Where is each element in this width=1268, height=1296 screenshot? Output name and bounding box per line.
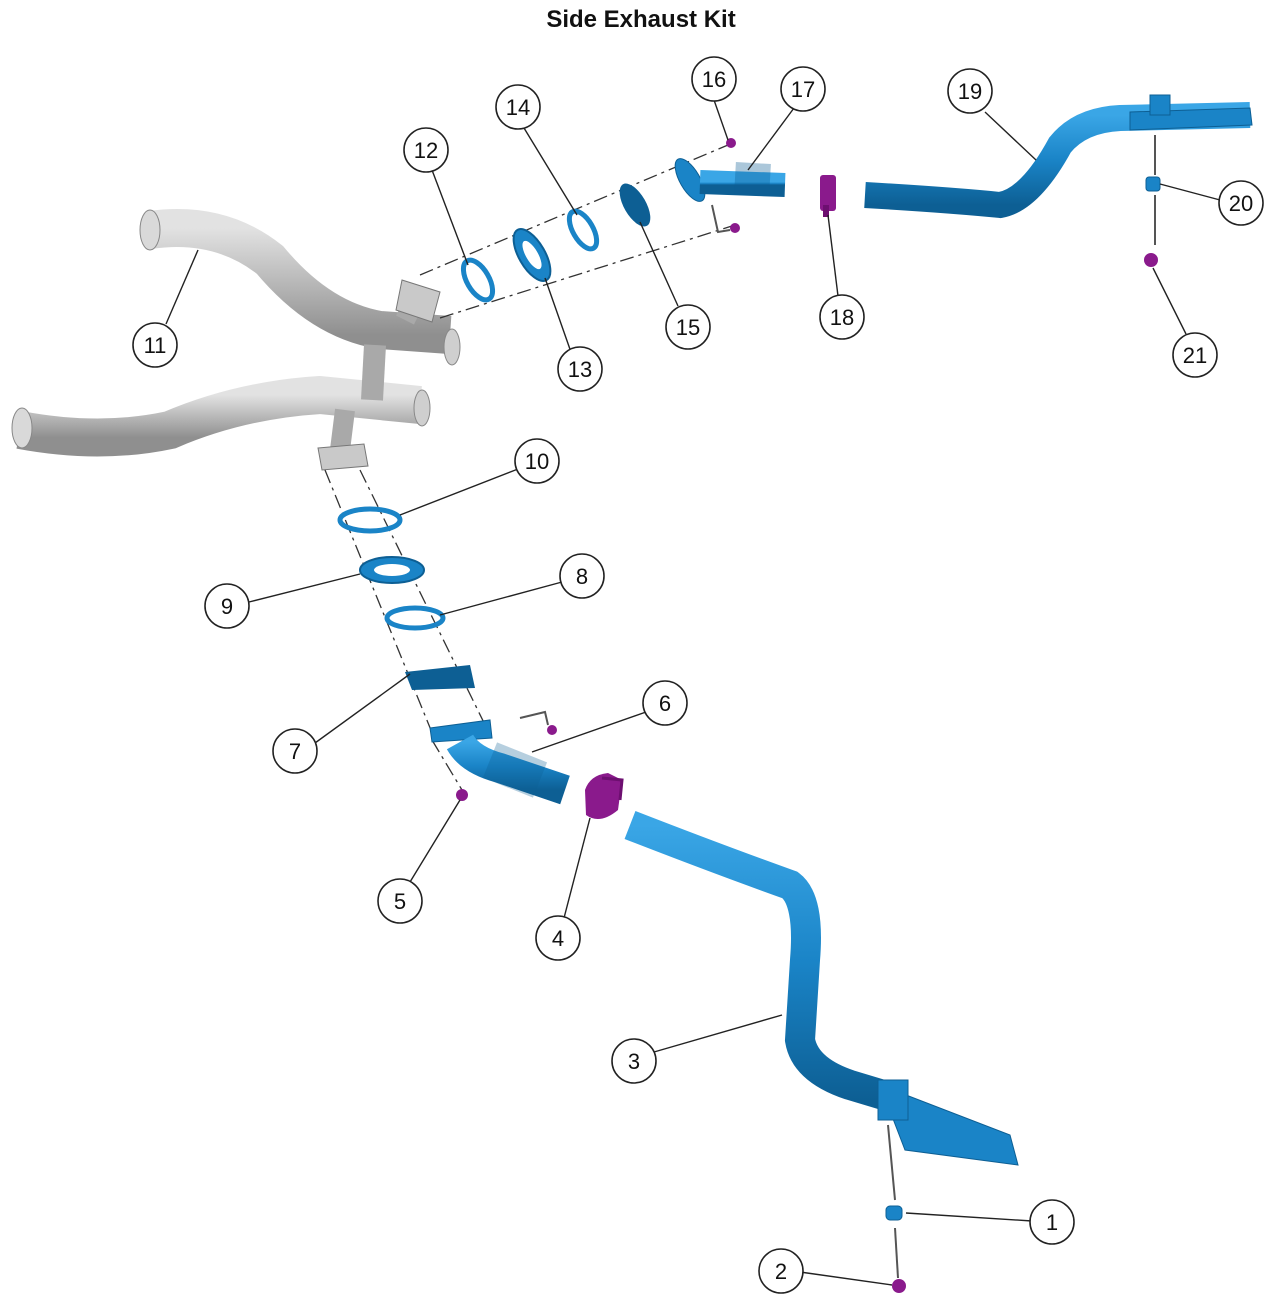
callout-5: 5 — [377, 878, 423, 924]
callout-15-label: 15 — [676, 315, 700, 340]
callout-18: 18 — [819, 294, 865, 340]
upper-pipe-17 — [674, 158, 786, 234]
crossover-pipe — [11, 209, 461, 471]
gasket-8 — [384, 605, 446, 631]
callout-1-label: 1 — [1046, 1210, 1058, 1235]
gasket-12 — [460, 257, 496, 303]
callout-4: 4 — [535, 915, 581, 961]
callout-13: 13 — [557, 346, 603, 392]
callout-10-label: 10 — [525, 449, 549, 474]
callout-20: 20 — [1218, 180, 1264, 226]
callout-18-label: 18 — [830, 305, 854, 330]
clamp-4 — [585, 773, 624, 819]
flange-13 — [512, 228, 552, 282]
callout-14: 14 — [495, 84, 541, 130]
callout-15: 15 — [665, 304, 711, 350]
diagram-title: Side Exhaust Kit — [546, 6, 736, 33]
callout-17-label: 17 — [791, 77, 815, 102]
callout-4-label: 4 — [552, 926, 564, 951]
callout-10: 10 — [514, 438, 560, 484]
callout-2-label: 2 — [775, 1259, 787, 1284]
flange-9 — [359, 556, 425, 584]
nut-5 — [456, 789, 468, 801]
callout-3-label: 3 — [628, 1049, 640, 1074]
callout-7-label: 7 — [289, 739, 301, 764]
nut-16 — [726, 138, 736, 148]
callout-3: 3 — [611, 1038, 657, 1084]
callout-8: 8 — [559, 553, 605, 599]
callout-21-label: 21 — [1183, 343, 1207, 368]
callout-12: 12 — [403, 127, 449, 173]
callout-19-label: 19 — [958, 79, 982, 104]
tail-pipe-3 — [624, 811, 1019, 1279]
callout-2: 2 — [758, 1248, 804, 1294]
callout-9-label: 9 — [221, 594, 233, 619]
isolator-1 — [885, 1205, 903, 1221]
callout-6: 6 — [642, 680, 688, 726]
callout-17: 17 — [780, 66, 826, 112]
callout-13-label: 13 — [568, 357, 592, 382]
callout-19: 19 — [947, 68, 993, 114]
callout-5-label: 5 — [394, 889, 406, 914]
callout-16-label: 16 — [702, 67, 726, 92]
isolator-20 — [1145, 176, 1161, 192]
callout-1: 1 — [1029, 1199, 1075, 1245]
callout-16: 16 — [691, 56, 737, 102]
callout-21: 21 — [1172, 332, 1218, 378]
clamp-18 — [820, 175, 836, 217]
tail-pipe-19 — [864, 94, 1253, 245]
nut-21 — [1144, 253, 1158, 267]
gasket-14 — [566, 208, 600, 252]
lower-pipe-6 — [429, 710, 570, 805]
callout-11: 11 — [132, 322, 178, 368]
callout-11-label: 11 — [144, 333, 167, 358]
gasket-10 — [337, 506, 403, 534]
callout-20-label: 20 — [1229, 191, 1253, 216]
callout-14-label: 14 — [506, 95, 530, 120]
callout-8-label: 8 — [576, 564, 588, 589]
nut-2 — [892, 1279, 906, 1293]
callout-9: 9 — [204, 583, 250, 629]
flange-7 — [405, 665, 475, 690]
callout-7: 7 — [272, 728, 318, 774]
flange-15 — [619, 183, 651, 227]
callout-6-label: 6 — [659, 691, 671, 716]
callout-12-label: 12 — [414, 138, 438, 163]
leader-lines — [165, 99, 1221, 1286]
